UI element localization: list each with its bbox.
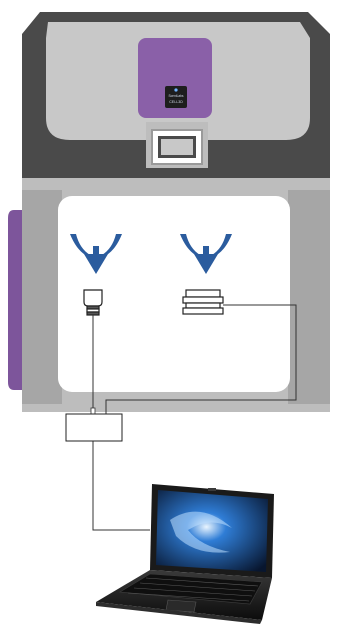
laptop-front-edge [96,602,262,624]
laptop [96,484,274,624]
instrument-screen: ScentLabs CELL3D [165,86,187,108]
left-sensor [83,289,103,316]
laptop-screen-swirl [170,511,232,553]
wire-to-laptop [92,441,150,531]
body-right-rail [288,190,330,404]
wire-right-sensor [105,304,297,414]
screen-body [165,86,187,108]
display-panel [138,38,212,118]
laptop-screen [156,490,268,572]
junction-box [65,413,123,442]
downward-airflow-arrow-icon [70,234,122,274]
laptop-keyboard [119,573,263,605]
side-accent-bar [8,210,26,390]
laptop-webcam [208,488,216,491]
airflow-arrow-right [180,234,232,274]
laptop-icon [96,484,274,624]
screen-text-bottom: CELL3D [169,100,183,104]
top-housing: ScentLabs CELL3D [22,12,330,178]
body-left-rail [22,190,62,404]
airflow-arrow-left [70,234,122,274]
connector-window-slot-face [161,139,193,155]
wire-connector-left [90,407,96,415]
laptop-touchpad [165,599,197,613]
stacked-sensor-icon [182,289,224,315]
downward-airflow-arrow-icon [180,234,232,274]
wiring [92,304,297,531]
junction-box-icon [65,413,123,442]
power-indicator-icon [174,88,178,92]
screen-text-top: ScentLabs [168,94,183,98]
right-sensor [182,289,224,315]
cup-shaped-sensor-icon [83,289,103,316]
laptop-key-rows [127,577,259,602]
instrument-body [8,178,330,412]
